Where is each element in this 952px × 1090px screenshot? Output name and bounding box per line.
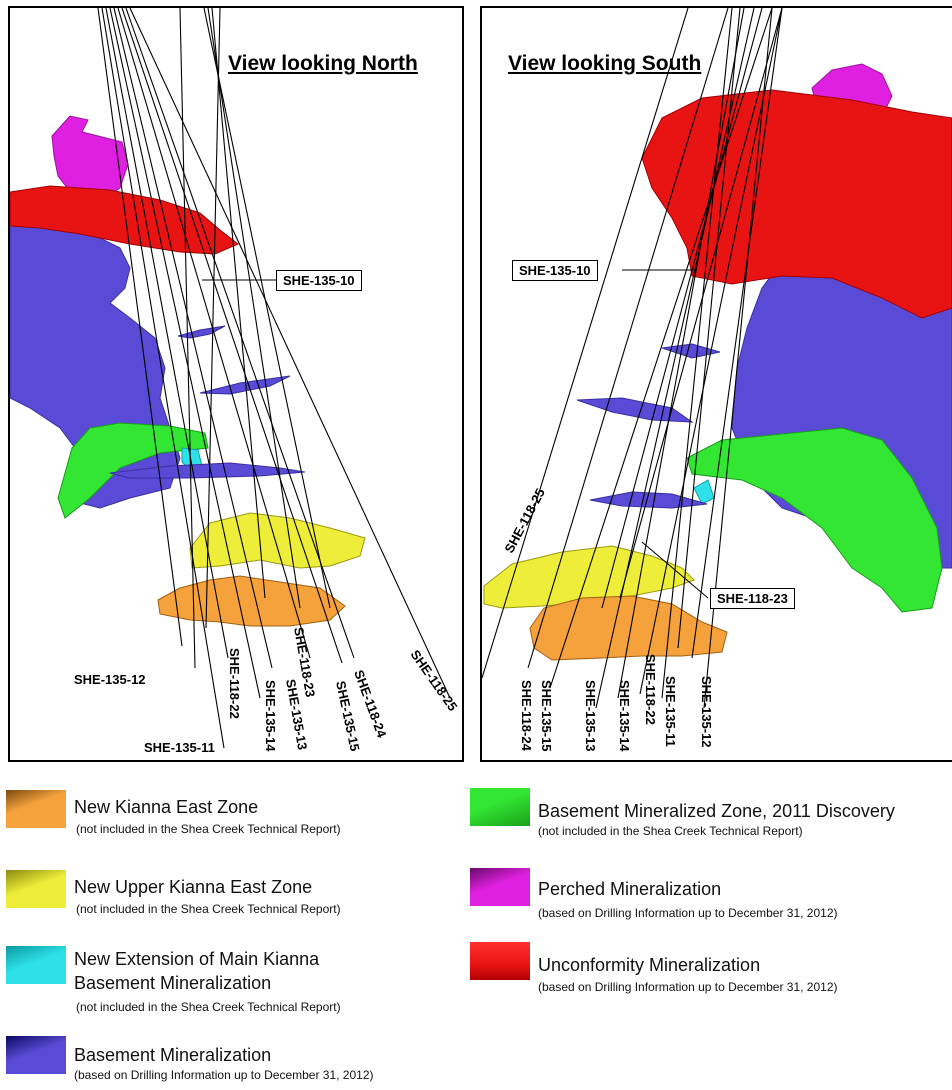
hole-label-she-135-12: SHE-135-12 [699, 676, 714, 748]
legend-title-basement-2011-discovery: Basement Mineralized Zone, 2011 Discover… [538, 800, 895, 823]
basement-lens-1 [178, 326, 225, 338]
north-view-diagram: SHE-135-12 SHE-135-11 SHE-118-22 SHE-135… [10, 8, 462, 760]
hole-label-she-118-22: SHE-118-22 [227, 648, 242, 719]
basement-2011-discovery-swatch [470, 788, 530, 826]
unconformity-mineralization-swatch [470, 942, 530, 980]
south-callout-she-118-23: SHE-118-23 [710, 588, 795, 609]
legend-title-main-kianna-extension: New Extension of Main Kianna [74, 948, 319, 971]
legend-note-main-kianna-extension: (not included in the Shea Creek Technica… [76, 1000, 341, 1014]
legend-note-unconformity-mineralization: (based on Drilling Information up to Dec… [538, 980, 838, 994]
hole-label-she-118-25: SHE-118-25 [408, 647, 461, 714]
perched-mineralization-swatch [470, 868, 530, 906]
hole-label-she-135-13: SHE-135-13 [583, 680, 598, 752]
hole-label-she-135-11: SHE-135-11 [663, 676, 678, 747]
hole-label-she-135-12: SHE-135-12 [74, 672, 146, 687]
hole-label-she-135-11: SHE-135-11 [144, 740, 215, 755]
legend-title-perched-mineralization: Perched Mineralization [538, 878, 721, 901]
legend-note-upper-kianna-east: (not included in the Shea Creek Technica… [76, 902, 341, 916]
north-callout-she-135-10: SHE-135-10 [276, 270, 362, 291]
upper-kianna-east-body [190, 513, 365, 568]
legend-note-kianna-east: (not included in the Shea Creek Technica… [76, 822, 341, 836]
main-kianna-extension-swatch [6, 946, 66, 984]
legend-note-perched-mineralization: (based on Drilling Information up to Dec… [538, 906, 838, 920]
main-kianna-extension-body [694, 480, 714, 504]
hole-label-she-135-15: SHE-135-15 [539, 680, 554, 752]
hole-label-she-118-22: SHE-118-22 [643, 654, 658, 725]
hole-label-she-118-24: SHE-118-24 [519, 680, 534, 752]
hole-label-she-135-14: SHE-135-14 [617, 680, 632, 752]
hole-label-she-118-25: SHE-118-25 [501, 486, 547, 556]
south-callout-she-135-10: SHE-135-10 [512, 260, 598, 281]
legend-title-main-kianna-extension-line2: Basement Mineralization [74, 972, 271, 995]
hole-label-she-135-14: SHE-135-14 [263, 680, 278, 752]
south-view-panel: SHE-118-25 SHE-118-24 SHE-135-15 SHE-135… [480, 6, 952, 762]
legend-title-upper-kianna-east: New Upper Kianna East Zone [74, 876, 312, 899]
upper-kianna-east-swatch [6, 870, 66, 908]
kianna-east-swatch [6, 790, 66, 828]
legend-title-basement-mineralization: Basement Mineralization [74, 1044, 271, 1067]
basement-mineralization-swatch [6, 1036, 66, 1074]
south-view-title: View looking South [508, 52, 701, 76]
south-view-diagram: SHE-118-25 SHE-118-24 SHE-135-15 SHE-135… [482, 8, 952, 760]
north-view-title: View looking North [228, 52, 418, 76]
legend-title-kianna-east: New Kianna East Zone [74, 796, 258, 819]
legend-note-basement-mineralization: (based on Drilling Information up to Dec… [74, 1068, 374, 1082]
legend-note-basement-2011-discovery: (not included in the Shea Creek Technica… [538, 824, 803, 838]
basement-lens-2 [577, 398, 692, 422]
north-view-panel: SHE-135-12 SHE-135-11 SHE-118-22 SHE-135… [8, 6, 464, 762]
kianna-east-body [530, 596, 727, 660]
legend-title-unconformity-mineralization: Unconformity Mineralization [538, 954, 760, 977]
